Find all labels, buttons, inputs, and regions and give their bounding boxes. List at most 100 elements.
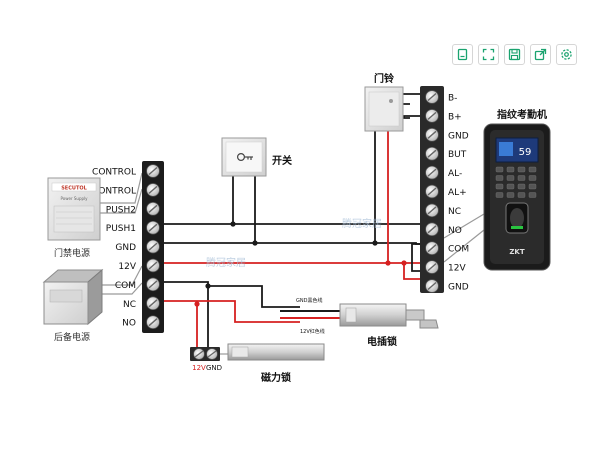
keypad-key	[495, 166, 504, 173]
wire-battery-2	[100, 282, 143, 295]
watermark-2: 腾冠家居	[206, 256, 246, 269]
backup-battery: 后备电源	[42, 268, 104, 343]
right-terminal-label: NO	[448, 226, 462, 236]
bottom-terminal-12v: 12V	[192, 364, 206, 372]
left-terminal: CONTROL	[92, 183, 160, 197]
document-icon	[457, 48, 468, 61]
right-terminal: GND	[425, 279, 469, 293]
fullscreen-button[interactable]	[478, 44, 499, 65]
right-terminal: GND	[425, 128, 469, 142]
bolt-lock-label: 电插锁	[367, 335, 397, 348]
save-icon	[508, 48, 521, 61]
fullscreen-icon	[482, 48, 495, 61]
right-terminal: COM	[425, 241, 469, 255]
left-terminal-label: PUSH1	[106, 224, 136, 234]
right-terminal-label: B+	[448, 112, 462, 122]
keypad-key	[506, 192, 515, 198]
wire-battery-1	[100, 265, 143, 286]
document-button[interactable]	[452, 44, 473, 65]
keypad-key	[506, 175, 515, 181]
keypad-key	[528, 183, 537, 190]
right-terminal-label: BUT	[448, 150, 467, 160]
wire-fp-12v	[403, 263, 420, 280]
save-button[interactable]	[504, 44, 525, 65]
wire-gnd	[164, 242, 420, 245]
left-terminal: NO	[122, 315, 160, 329]
backup-battery-label: 后备电源	[54, 331, 90, 343]
keypad	[495, 166, 537, 198]
left-terminal: COM	[115, 277, 160, 292]
left-terminal-label: PUSH2	[106, 205, 136, 215]
right-terminal: NO	[425, 222, 462, 237]
keypad-key	[528, 192, 537, 198]
left-terminal-label: NC	[123, 300, 136, 310]
bolt-lock-wire-red: 12V红色线	[300, 328, 325, 335]
left-terminal: PUSH1	[106, 220, 160, 235]
wires	[100, 93, 485, 347]
settings-icon	[561, 49, 572, 60]
keypad-key	[528, 175, 537, 181]
wire-com-lock	[208, 285, 300, 308]
right-terminal: AL+	[425, 184, 467, 199]
bottom-terminal: 12V GND	[190, 347, 222, 372]
wire-psu-2	[100, 188, 143, 214]
right-terminal-label: COM	[448, 245, 469, 255]
bolt-lock-cable	[280, 310, 340, 319]
left-terminal: NC	[123, 296, 160, 311]
power-supply: SECUTOL Power Supply 门禁电源	[47, 177, 101, 259]
junction-dots	[194, 221, 407, 307]
share-icon	[534, 48, 547, 61]
keypad-key	[495, 192, 504, 198]
keypad-key	[517, 183, 526, 190]
right-terminal: AL-	[425, 165, 462, 180]
keypad-key	[517, 166, 526, 173]
settings-button[interactable]	[556, 44, 577, 65]
wire-com	[164, 281, 209, 347]
bolt-lock: GND黑色线 12V红色线 电插锁	[280, 297, 439, 348]
toolbar	[452, 44, 577, 66]
key-icon	[237, 153, 253, 162]
right-terminal-label: 12V	[448, 264, 466, 274]
keypad-key	[506, 166, 515, 173]
left-terminal-label: CONTROL	[92, 168, 136, 178]
right-terminal: 12V	[425, 260, 466, 274]
wire-to-terminal-2	[443, 229, 485, 263]
left-terminal: 12V	[118, 258, 160, 273]
left-terminal: PUSH2	[106, 202, 160, 216]
terminal-screen-time: 59	[519, 147, 532, 158]
wire-fp-com	[411, 243, 420, 272]
magnetic-lock: 磁力锁	[220, 343, 325, 384]
left-terminal: CONTROL	[92, 164, 160, 178]
right-terminal-label: GND	[448, 131, 469, 141]
fingerprint-terminal-label: 指纹考勤机	[497, 108, 547, 121]
wire-to-terminal-1	[443, 213, 485, 239]
keypad-key	[528, 166, 537, 173]
doorbell-label: 门铃	[374, 72, 395, 85]
keypad-key	[517, 192, 526, 198]
right-terminal-label: AL-	[448, 169, 462, 179]
bottom-terminal-gnd: GND	[206, 364, 222, 372]
right-terminal: BUT	[425, 146, 467, 161]
wire-psu-1	[100, 172, 143, 204]
exit-button-label: 开关	[272, 154, 292, 167]
left-terminal-label: CONTROL	[92, 186, 136, 196]
right-terminal-label: NC	[448, 207, 461, 217]
right-terminal: NC	[425, 203, 461, 218]
left-terminal-label: COM	[115, 281, 136, 291]
power-supply-brand: SECUTOL	[61, 186, 87, 192]
left-terminal-label: GND	[115, 243, 136, 253]
wire-bell-b2	[403, 115, 420, 119]
doorbell: 门铃	[364, 72, 404, 132]
power-supply-caption: Power Supply	[61, 196, 89, 201]
left-terminal-label: NO	[122, 319, 136, 329]
terminal-brand: ZKT	[509, 248, 525, 256]
wire-nc	[164, 300, 300, 323]
share-button[interactable]	[530, 44, 551, 65]
right-terminal-label: AL+	[448, 188, 467, 198]
right-terminal: B+	[425, 109, 462, 123]
right-terminal-label: GND	[448, 283, 469, 293]
